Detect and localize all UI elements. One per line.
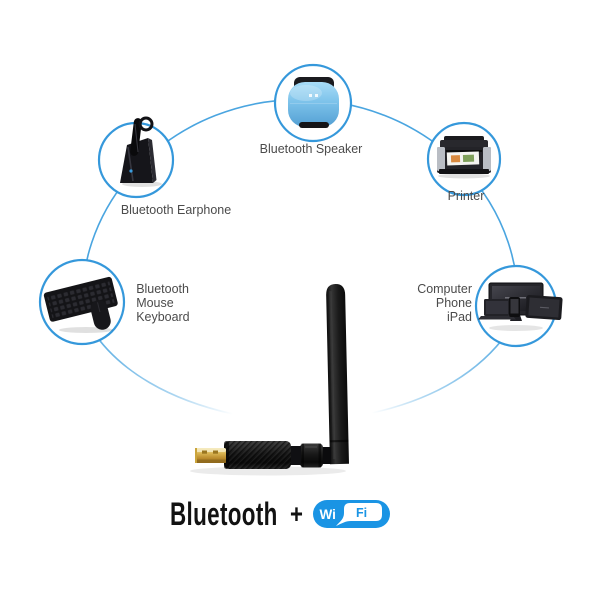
wifi-wi-text: Wi [320,507,336,522]
usb-wifi-bluetooth-adapter-image [190,284,349,476]
label-line: Phone [435,295,472,310]
bluetooth-earphone-icon [120,116,162,187]
computer-phone-ipad-icon [478,282,563,331]
caption-plus: + [290,499,303,529]
label-line: Keyboard [136,309,190,324]
antenna-joint [322,447,331,464]
wifi-logo-badge: Wi Fi [313,500,390,528]
printer-icon [437,136,491,179]
knurled-body [224,441,291,469]
label-printer: Printer [447,188,485,203]
label-line: Bluetooth [136,281,189,296]
label-bluetooth-earphone: Bluetooth Earphone [120,202,232,217]
hinge-barrel [300,443,323,468]
connection-tail-right [371,331,509,414]
hinge-neck [290,446,301,465]
label-computer-phone-ipad: Computer Phone iPad [328,282,472,324]
wifi-fi-text: Fi [356,506,367,520]
label-line: Computer [417,281,472,296]
wifi-badge-bubble [336,503,382,526]
usb-plug [195,448,226,463]
label-line: iPad [447,309,472,324]
caption-bluetooth: Bluetooth [170,496,278,532]
label-line: Mouse [136,295,174,310]
keyboard-mouse-icon [43,276,118,333]
label-bluetooth-mouse-keyboard: Bluetooth Mouse Keyboard [136,282,242,324]
label-bluetooth-speaker: Bluetooth Speaker [259,141,363,156]
connection-tail-left [91,329,234,415]
antenna [326,284,349,465]
bluetooth-speaker-icon [288,77,339,128]
